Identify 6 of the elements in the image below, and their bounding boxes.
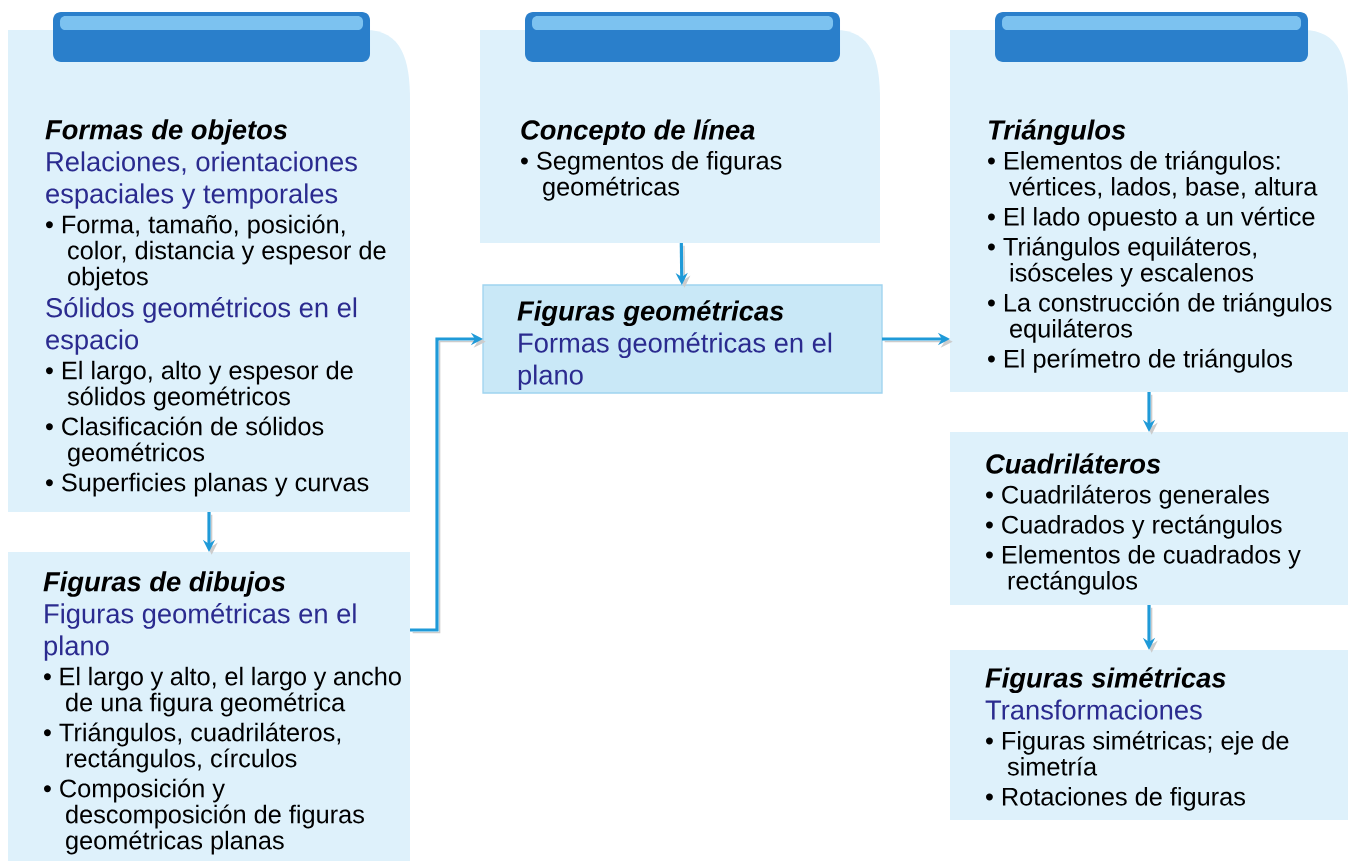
- folder-box: Triángulos • Elementos de triángulos: vértices, lados, base, altura • El lado opuesto a un vértice • Triángulos equiláteros, isósceles y escalenos • La construcción de triángulos equiláteros • El perímetro de triángulos: [950, 30, 1348, 392]
- topic-box: Cuadriláteros • Cuadriláteros generales • Cuadrados y rectángulos • Elementos de cuadrados y rectángulos: [950, 432, 1348, 605]
- topic-box: Figuras de dibujos Figuras geométricas en el plano • El largo y alto, el largo y ancho de una figura geométrica • Triángulos, cuadriláteros, rectángulos, círculos • Composición y descomposición de figuras geométricas planas: [8, 552, 410, 861]
- highlight-box: Figuras geométricas Formas geométricas en el plano: [482, 284, 883, 394]
- folder-box: Formas de objetos Relaciones, orientaciones espaciales y temporales • Forma, tamaño, posición, color, distancia y espesor de objetos Sólidos geométricos en el espacio • El largo, alto y espesor de sólidos geométricos • Clasificación de sólidos geométricos • Superficies planas y curvas: [8, 30, 410, 512]
- topic-box: Figuras simétricas Transformaciones • Figuras simétricas; eje de simetría • Rotaciones de figuras: [950, 650, 1348, 820]
